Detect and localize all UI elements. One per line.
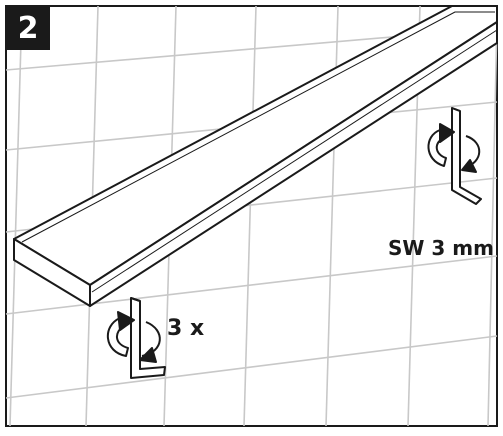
rotation-arrow-icon [427, 123, 481, 173]
hex-key-icon [130, 297, 166, 379]
quantity-label: 3 x [167, 316, 205, 341]
shelf-panel [13, 5, 498, 307]
rotation-arrow-icon [106, 311, 161, 363]
tool-size-label: SW 3 mm [388, 236, 494, 260]
step-number-badge: 2 [6, 6, 50, 50]
hex-key-icon [451, 107, 482, 205]
